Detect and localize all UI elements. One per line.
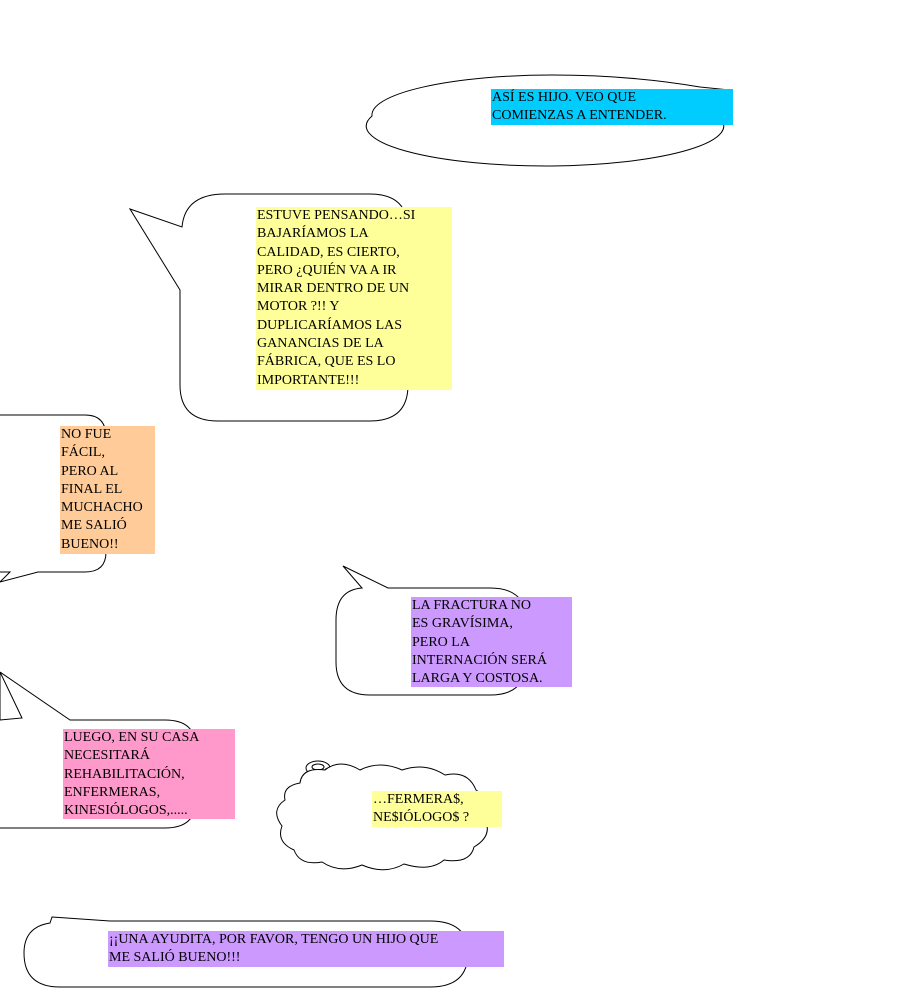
- bubble-text-proud-father: NO FUE FÁCIL, PERO AL FINAL EL MUCHACHO …: [60, 426, 155, 554]
- bubble-text-doctor-rehab: LUEGO, EN SU CASA NECESITARÁ REHABILITAC…: [63, 729, 235, 819]
- bubble-text-thought-cloud: …FERMERA$, NE$IÓLOGO$ ?: [372, 791, 502, 827]
- bubble-text-father: ASÍ ES HIJO. VEO QUE COMIENZAS A ENTENDE…: [491, 89, 733, 125]
- bubble-text-doctor-fracture: LA FRACTURA NO ES GRAVÍSIMA, PERO LA INT…: [411, 597, 572, 687]
- bubble-text-son-thinking: ESTUVE PENSANDO…SI BAJARÍAMOS LA CALIDAD…: [256, 207, 452, 390]
- bubble-text-plea: ¡¡UNA AYUDITA, POR FAVOR, TENGO UN HIJO …: [108, 931, 504, 967]
